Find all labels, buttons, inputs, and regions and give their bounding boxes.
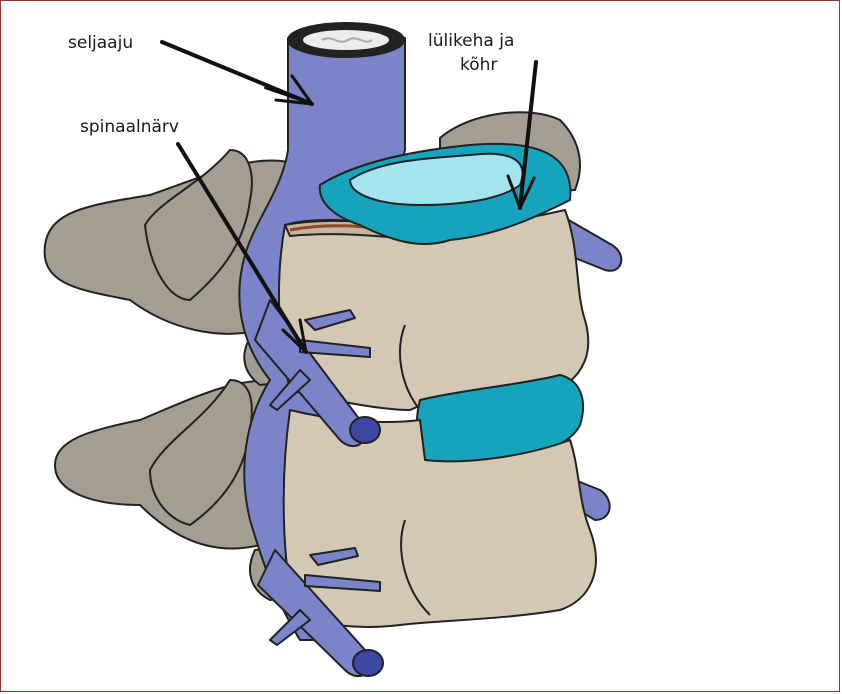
label-spinal-nerve: spinaalnärv — [80, 116, 179, 138]
label-vertebral-body-line2: kõhr — [460, 54, 497, 76]
label-spinal-cord: seljaaju — [68, 32, 133, 54]
label-vertebral-body-line1: lülikeha ja — [428, 30, 514, 52]
spinal-nerve-upper-end — [350, 417, 380, 443]
spinal-nerve-lower-end — [353, 650, 383, 676]
